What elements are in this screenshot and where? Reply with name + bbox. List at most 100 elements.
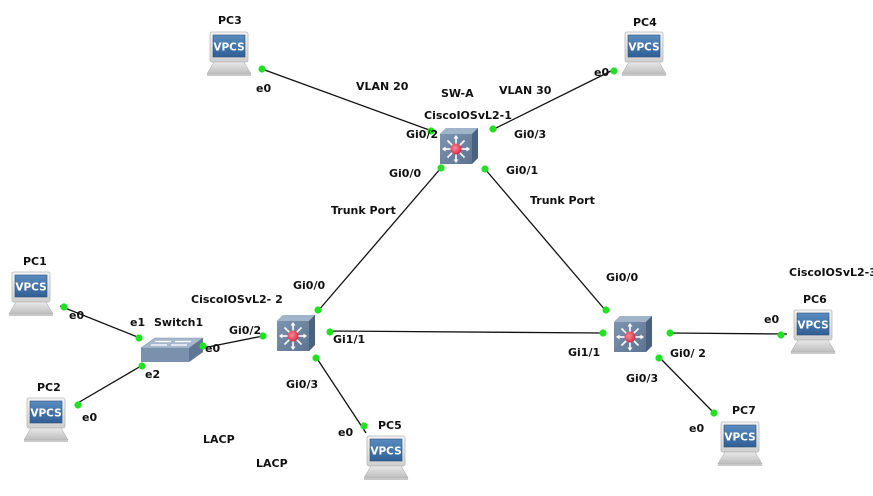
port-label-swa-gi00: Gi0/0 bbox=[389, 167, 421, 180]
port-dot-swa-gi00[interactable] bbox=[437, 164, 445, 172]
node-labels: PC3 PC4 SW-A CiscoIOSvL2-1 CiscoIOSvL2- … bbox=[23, 14, 873, 432]
node-pc7[interactable]: VPCS bbox=[717, 421, 763, 467]
multilayer-switch-icon bbox=[613, 315, 653, 353]
node-ciscoiosvl2-3[interactable] bbox=[613, 315, 653, 353]
port-dot-sw3-gi00[interactable] bbox=[602, 306, 610, 314]
vpcs-screen-text: VPCS bbox=[30, 408, 61, 420]
annotation-lacp-1: LACP bbox=[203, 433, 235, 446]
vpcs-computer-icon bbox=[621, 31, 667, 77]
link-swa-sw2-trunk[interactable] bbox=[317, 167, 442, 312]
port-label-pc6-e0: e0 bbox=[764, 313, 779, 326]
port-dot-pc7-e0[interactable] bbox=[710, 409, 718, 417]
port-label-sw3-gi02: Gi0/ 2 bbox=[670, 347, 706, 360]
link-sw2-pc5[interactable] bbox=[315, 356, 367, 434]
port-dot-sw1-e2[interactable] bbox=[138, 362, 146, 370]
link-pc4-swa[interactable] bbox=[491, 69, 614, 131]
port-dot-pc3-e0[interactable] bbox=[258, 65, 266, 73]
label-pc4: PC4 bbox=[633, 16, 657, 29]
port-label-swa-gi03: Gi0/3 bbox=[514, 128, 546, 141]
port-labels: e0 Gi0/2 e0 Gi0/3 Gi0/0 Gi0/1 Gi0/0 Gi0/… bbox=[69, 66, 779, 439]
port-dot-swa-gi03[interactable] bbox=[489, 125, 497, 133]
port-dot-pc5-e0[interactable] bbox=[360, 422, 368, 430]
vpcs-screen-text: VPCS bbox=[213, 42, 244, 54]
annotation-vlan20: VLAN 20 bbox=[356, 80, 409, 93]
vpcs-screen-text: VPCS bbox=[370, 446, 401, 458]
port-label-sw1-e2: e2 bbox=[145, 368, 160, 381]
node-pc4[interactable]: VPCS bbox=[621, 31, 667, 77]
annotation-trunk-port-right: Trunk Port bbox=[530, 194, 595, 207]
vpcs-computer-icon bbox=[717, 421, 763, 467]
node-pc3[interactable]: VPCS bbox=[206, 31, 252, 77]
port-dot-sw2-gi11[interactable] bbox=[326, 328, 334, 336]
label-pc3: PC3 bbox=[218, 14, 242, 27]
vpcs-computer-icon bbox=[206, 31, 252, 77]
port-dot-sw3-gi02[interactable] bbox=[666, 329, 674, 337]
port-dot-sw2-gi03[interactable] bbox=[312, 354, 320, 362]
vpcs-screen-text: VPCS bbox=[628, 42, 659, 54]
port-label-swa-gi01: Gi0/1 bbox=[506, 164, 538, 177]
port-dot-sw2-gi02[interactable] bbox=[259, 332, 267, 340]
vpcs-screen-text: VPCS bbox=[15, 282, 46, 294]
vpcs-computer-icon bbox=[363, 435, 409, 481]
link-sw3-pc6[interactable] bbox=[668, 332, 788, 335]
annotation-lacp-2: LACP bbox=[256, 457, 288, 470]
multilayer-switch-icon bbox=[276, 314, 316, 352]
port-dot-sw1-e0[interactable] bbox=[199, 342, 207, 350]
port-dot-swa-gi02[interactable] bbox=[427, 127, 435, 135]
port-dot-pc2-e0[interactable] bbox=[74, 401, 82, 409]
link-sw3-pc7[interactable] bbox=[658, 356, 715, 414]
label-pc2: PC2 bbox=[37, 381, 61, 394]
port-dot-sw1-e1[interactable] bbox=[135, 334, 143, 342]
annotations: VLAN 20 VLAN 30 Trunk Port Trunk Port LA… bbox=[203, 80, 595, 470]
port-label-sw2-gi11: Gi1/1 bbox=[333, 333, 365, 346]
link-switch1-sw2[interactable] bbox=[202, 335, 264, 349]
annotation-vlan30: VLAN 30 bbox=[499, 84, 552, 97]
port-label-sw1-e1: e1 bbox=[130, 316, 145, 329]
link-pc2-switch1[interactable] bbox=[75, 365, 142, 405]
port-label-sw2-gi03: Gi0/3 bbox=[286, 378, 318, 391]
port-label-pc5-e0: e0 bbox=[338, 426, 353, 439]
vpcs-computer-icon bbox=[23, 397, 69, 443]
label-ciscoiosvl2-1: CiscoIOSvL2-1 bbox=[424, 109, 512, 122]
node-ciscoiosvl2-2[interactable] bbox=[276, 314, 316, 352]
link-pc1-switch1[interactable] bbox=[59, 305, 141, 339]
label-switch1: Switch1 bbox=[154, 316, 203, 329]
port-dot-pc6-e0[interactable] bbox=[777, 331, 785, 339]
port-label-pc4-e0: e0 bbox=[594, 66, 609, 79]
link-sw2-sw3[interactable] bbox=[326, 330, 604, 334]
vpcs-computer-icon bbox=[790, 309, 836, 355]
link-swa-sw3-trunk[interactable] bbox=[484, 168, 607, 312]
node-pc2[interactable]: VPCS bbox=[23, 397, 69, 443]
port-dot-pc4-e0[interactable] bbox=[610, 67, 618, 75]
port-label-pc1-e0: e0 bbox=[69, 309, 84, 322]
node-sw-a[interactable] bbox=[439, 127, 479, 165]
port-dot-sw3-gi03[interactable] bbox=[655, 354, 663, 362]
link-pc3-swa[interactable] bbox=[261, 68, 433, 132]
port-dot-pc1-e0[interactable] bbox=[60, 303, 68, 311]
port-label-pc2-e0: e0 bbox=[82, 411, 97, 424]
port-label-sw2-gi02: Gi0/2 bbox=[229, 324, 261, 337]
port-label-sw3-gi00: Gi0/0 bbox=[606, 271, 638, 284]
port-dot-sw3-gi11[interactable] bbox=[599, 329, 607, 337]
label-ciscoiosvl2-2: CiscoIOSvL2- 2 bbox=[191, 293, 283, 306]
port-dots bbox=[60, 65, 785, 430]
node-pc5[interactable]: VPCS bbox=[363, 435, 409, 481]
multilayer-switch-icon bbox=[439, 127, 479, 165]
node-pc6[interactable]: VPCS bbox=[790, 309, 836, 355]
port-dot-sw2-gi00[interactable] bbox=[314, 306, 322, 314]
vpcs-screen-text: VPCS bbox=[797, 320, 828, 332]
label-sw-a-name: SW-A bbox=[441, 87, 474, 100]
node-pc1[interactable]: VPCS bbox=[8, 271, 54, 317]
port-label-sw3-gi03: Gi0/3 bbox=[626, 372, 658, 385]
port-label-sw1-e0: e0 bbox=[205, 342, 220, 355]
port-label-swa-gi02: Gi0/2 bbox=[406, 128, 438, 141]
label-pc5: PC5 bbox=[378, 419, 402, 432]
links bbox=[59, 68, 788, 434]
port-label-sw3-gi11: Gi1/1 bbox=[568, 346, 600, 359]
node-switch1[interactable] bbox=[140, 337, 204, 363]
annotation-trunk-port-left: Trunk Port bbox=[331, 204, 396, 217]
vpcs-computer-icon bbox=[8, 271, 54, 317]
label-pc6: PC6 bbox=[803, 293, 827, 306]
port-dot-swa-gi01[interactable] bbox=[481, 165, 489, 173]
